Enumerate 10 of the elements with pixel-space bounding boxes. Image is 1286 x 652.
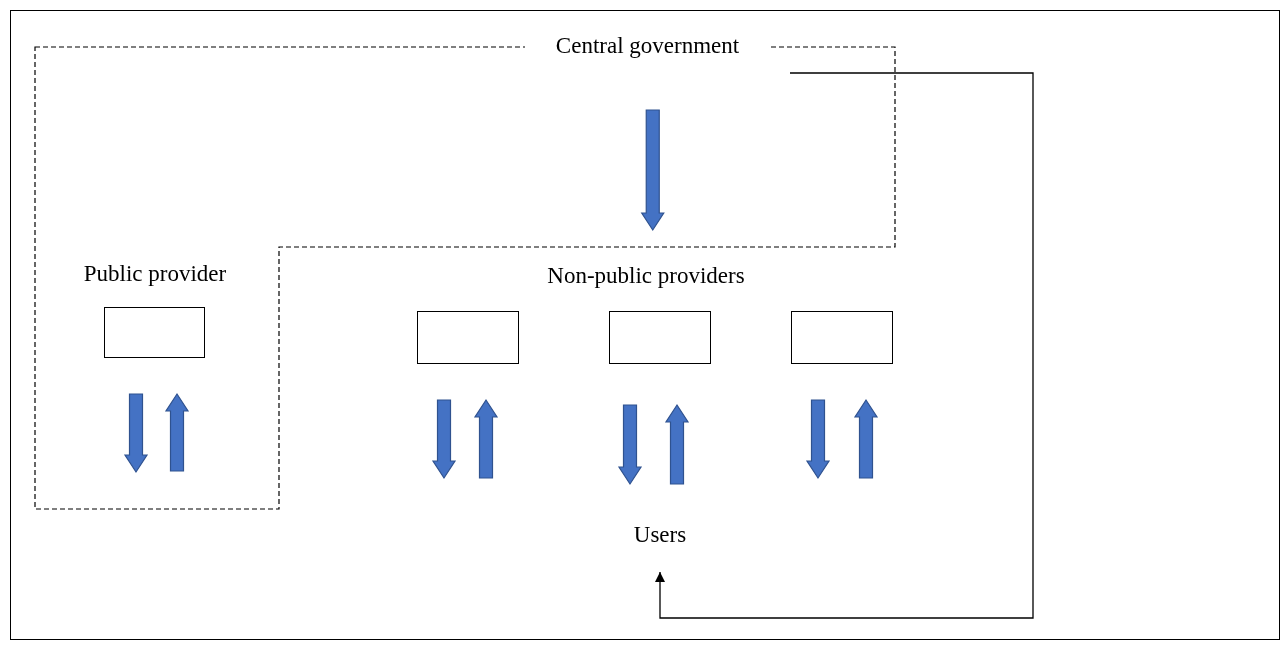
arrow [655, 72, 1034, 619]
block-arrow [617, 404, 643, 486]
block-arrow [664, 403, 690, 485]
block-arrow [640, 109, 665, 232]
block-arrow [473, 398, 499, 479]
block-arrow [431, 399, 457, 480]
block-arrow [853, 398, 879, 479]
block-arrow [164, 392, 190, 472]
block-arrow [123, 393, 149, 474]
block-arrow [805, 399, 831, 480]
